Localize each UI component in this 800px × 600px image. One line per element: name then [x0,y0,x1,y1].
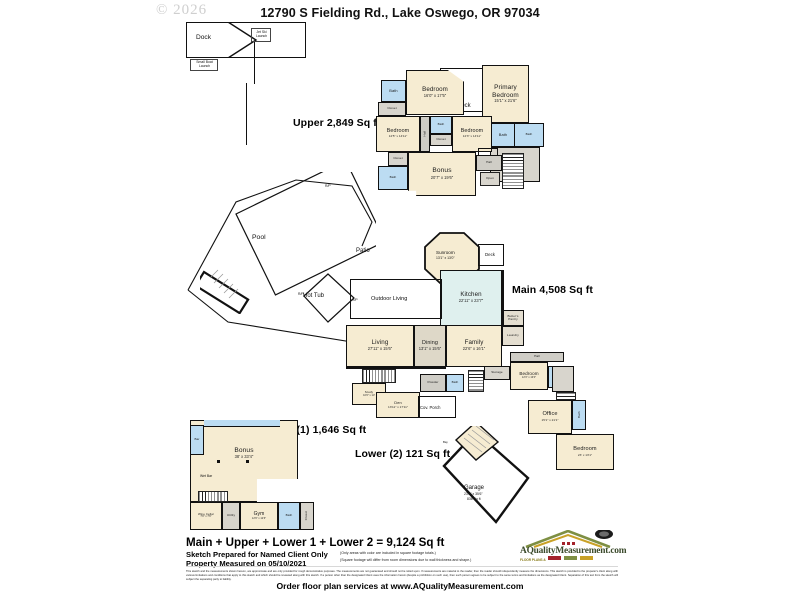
footer-sketch-line: Sketch Prepared for Named Client Only [186,550,328,559]
logo-name: AQualityMeasurement.com [520,546,627,556]
upper-bath-2: Bath [430,116,452,134]
company-logo[interactable]: AQualityMeasurement.com FLOOR PLANS & [520,524,627,564]
wet-bar-label: Wet Bar [200,474,213,478]
garage-bay-label: Bay [443,440,448,444]
cov-porch-label: Cov. Porch [420,405,441,410]
sunroom-label: Sunroom [436,250,455,255]
upper-bonus: Bonus 20'7" x 19'6" [408,152,476,196]
upper-bedroom-3: Bedroom 12'3" x 14'11" [452,116,492,152]
logo-swatch-green [564,556,578,560]
footer-note-color: (Only areas with color are included in s… [340,551,436,555]
patio-label: Patio [356,248,370,254]
lower1-bath: Bath [278,502,300,530]
dining-room: Dining 13'1" x 15'6" [414,325,446,367]
logo-swatch-red [548,556,562,560]
garage-label: Garage [464,485,485,491]
office: Office 15'1" x 21'1" [528,400,572,434]
utility: Utility [222,502,240,530]
wine-cellar: Wine Cellar 7'0" x 7'6" [190,502,222,530]
sunroom-dim: 13'1" x 13'0" [436,256,455,260]
main-bedroom-1: Bedroom 12'3" x 13'0" [510,362,548,390]
living-room: Living 27'11" x 15'6" [346,325,414,367]
upper-closet-1: Closet [378,102,406,116]
kitchen: Kitchen 22'11" x 23'7" [440,270,502,326]
laundry: Laundry [502,326,524,346]
pool-label: Pool [252,234,266,241]
logo-swatch-gold [580,556,594,560]
upper-closet-2: Closet [430,134,452,146]
butlers-pantry: Butler's Pantry [502,310,524,326]
jet-ski-launch-label: Jet Ski Launch [255,30,268,38]
lower1-window-wall [204,420,280,427]
garage-sqft: 836 Sq ft [467,497,481,501]
family-room: Family 22'6" x 16'1" [446,325,502,367]
lower1-bar: Bar [190,425,204,455]
lower1-bonus: Bonus 38' x 33'4" [190,420,298,502]
outdoor-living-label: Outdoor Living [371,296,408,302]
main-bedroom-2: Bedroom 23' x 13'1" [556,434,614,470]
storage: Storage [484,366,510,380]
lower1-closet: Closet [300,502,314,530]
upper-bath-1: Bath [381,80,406,102]
dock-label: Dock [196,34,212,41]
section-label-main: Main 4,508 Sq ft [512,284,593,296]
upper-bedroom-1: Bedroom 16'0" x 17'5" [406,70,464,115]
upper-closet-3: Closet [388,152,408,166]
footer-note-dimensions: (Square footage will differ from room di… [340,558,472,562]
upper-bedroom-2: Bedroom 12'5" x 14'11" [376,116,420,152]
hot-tub-label: Hot Tub [303,293,325,299]
upper-bath-3: Bath [378,166,408,190]
gym: Gym 12'9" x 12'6" [240,502,278,530]
rp-label-2: R/P [298,292,304,296]
rp-label-3: R/P [352,298,358,302]
main-deck-label: Deck [485,252,496,257]
main-closet-right [552,366,574,392]
upper-bath-right: Bath [514,123,544,147]
small-boat-launch-label: Small Boat Launch [196,60,213,68]
upper-hall-1: Hall [420,116,430,152]
logo-tagline: FLOOR PLANS & [520,556,620,562]
main-hall: Hall [510,352,564,362]
footer-total: Main + Upper + Lower 1 + Lower 2 = 9,124… [186,536,445,549]
footer-divider [186,566,618,567]
footer-order-line: Order floor plan services at www.AQualit… [276,581,524,591]
footer-disclaimer: This sketch and the measurements shown h… [186,570,618,581]
roof-icon [524,529,616,549]
main-bath-3: Bath [572,400,586,430]
section-label-lower2: Lower (2) 121 Sq ft [355,448,451,460]
logo-tagline-text: FLOOR PLANS & [520,558,546,562]
upper-hall-2: Hall [476,155,502,171]
rp-label-1: R/P [325,184,331,188]
upper-open: Open [480,172,500,186]
copyright-notice: © 2026 [156,2,208,18]
page-title: 12790 S Fielding Rd., Lake Oswego, OR 97… [260,6,540,20]
den: Den 13'11" x 17'11" [376,392,420,418]
garage-dim: 23'2" x 35'6" [464,492,483,496]
powder-room: Powder [420,374,446,392]
section-label-upper: Upper 2,849 Sq ft [293,117,381,129]
footer: Main + Upper + Lower 1 + Lower 2 = 9,124… [0,534,800,600]
footer-measured-line: Property Measured on 05/10/2021 [186,559,307,568]
main-bath-1: Bath [446,374,464,392]
upper-primary-bedroom: Primary Bedroom 15'1" x 21'6" [482,65,529,123]
